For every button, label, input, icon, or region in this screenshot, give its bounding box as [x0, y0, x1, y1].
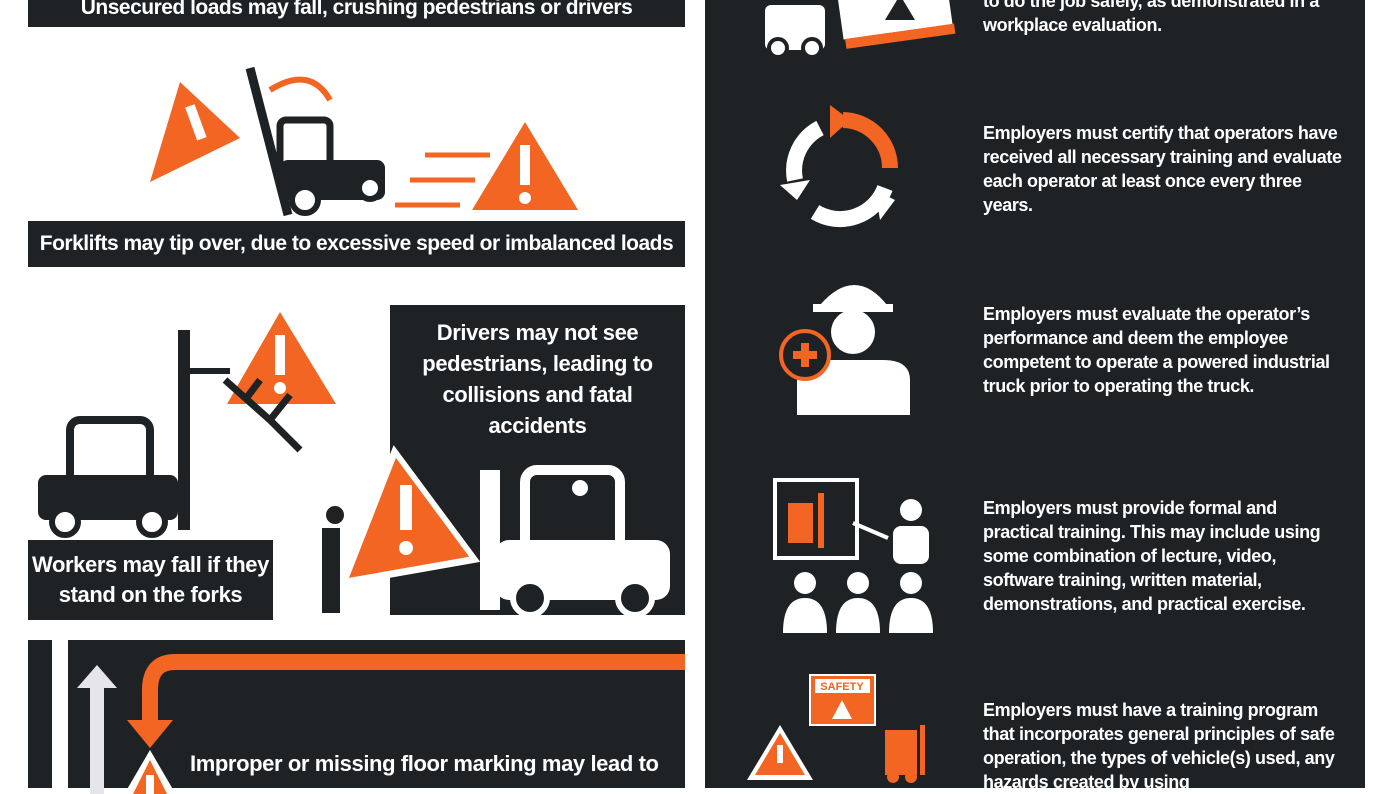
requirement-text-5: Employers must have a training program t… — [983, 700, 1335, 792]
arrow-up-icon — [77, 665, 117, 794]
banner-unsecured-loads: Unsecured loads may fall, crushing pedes… — [28, 0, 685, 27]
floor-lane-left — [28, 640, 52, 788]
forklift-icon — [276, 116, 385, 216]
safety-program-icon: SAFETY — [747, 674, 925, 783]
floor-marking-text: Improper or missing floor marking may le… — [190, 751, 659, 776]
forks-fall-text: Workers may fall if they stand on the fo… — [32, 552, 269, 607]
plus-badge-icon — [779, 329, 831, 381]
motion-arrows-icon — [395, 152, 490, 208]
safety-sign-label: SAFETY — [820, 681, 864, 693]
floor-arrows-illustration — [77, 654, 685, 794]
forklift-icon — [38, 416, 178, 538]
requirement-text-4: Employers must provide formal and practi… — [983, 498, 1321, 614]
warning-triangle-icon — [747, 725, 813, 780]
arrow-down-icon — [127, 654, 685, 748]
forklift-warning-icon — [765, 0, 956, 59]
warning-triangle-icon — [337, 445, 481, 588]
cycle-arrows-icon — [780, 105, 898, 228]
warning-triangle-icon — [124, 750, 176, 794]
forklift-tipping-illustration — [140, 66, 590, 217]
pedestrian-collision-text: Drivers may not see pedestrians, leading… — [422, 320, 653, 438]
safety-sign-icon — [809, 674, 876, 726]
worker-hardhat-icon — [779, 285, 910, 415]
forklift-icon — [480, 465, 670, 618]
worker-falling-illustration — [38, 300, 348, 538]
requirement-text-2: Employers must certify that operators ha… — [983, 123, 1342, 215]
warning-triangle-icon — [140, 72, 250, 190]
classroom-training-icon — [773, 478, 933, 633]
warning-triangle-icon — [460, 110, 590, 215]
warning-triangle-icon — [215, 300, 348, 410]
banner-text: Unsecured loads may fall, crushing pedes… — [80, 0, 633, 19]
banner-tip-over: Forklifts may tip over, due to excessive… — [28, 221, 685, 267]
pedestrian-collision-illustration — [322, 445, 670, 618]
forks-fall-box: Workers may fall if they stand on the fo… — [28, 540, 273, 620]
forklift-icon — [885, 725, 925, 783]
pedestrian-icon — [322, 506, 344, 613]
requirement-text-3: Employers must evaluate the operator’s p… — [983, 304, 1330, 396]
requirement-text-1: to do the job safely, as demonstrated in… — [983, 0, 1319, 35]
banner-text: Forklifts may tip over, due to excessive… — [39, 232, 674, 255]
